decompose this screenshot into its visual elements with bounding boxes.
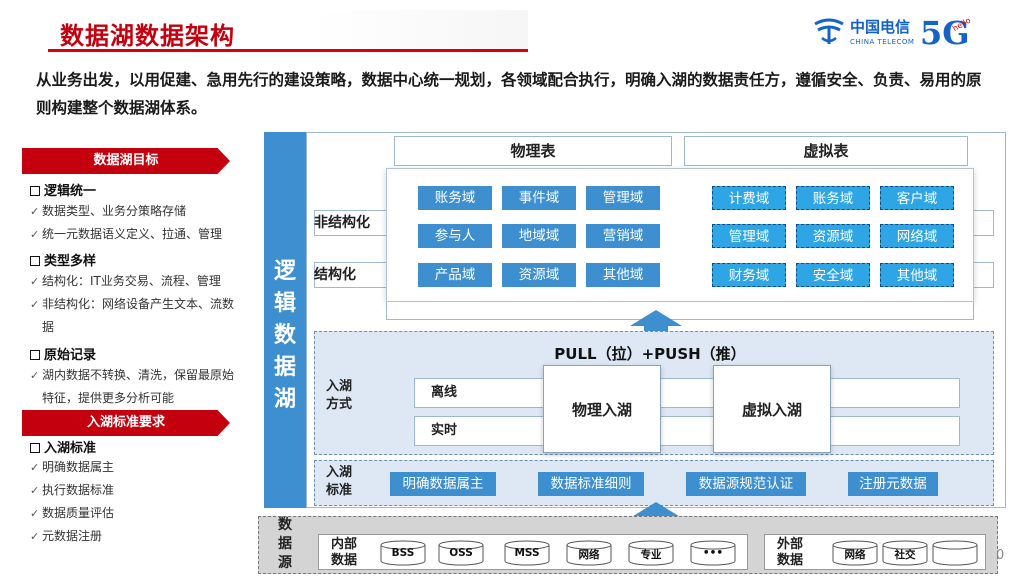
database-icon: ••• bbox=[690, 540, 736, 566]
goal-item: ✓湖内数据不转换、清洗，保留最原始特征，提供更多分析可能 bbox=[30, 364, 240, 410]
check-icon: ✓ bbox=[30, 530, 40, 543]
row-label-structured: 结构化 bbox=[314, 267, 356, 283]
brand-logo: 中国电信 CHINA TELECOM 5G hello bbox=[812, 14, 972, 54]
goal-item: ✓数据类型、业务分策略存储 bbox=[30, 200, 240, 223]
source-social: 社交 bbox=[894, 549, 916, 561]
physical-domain: 资源域 bbox=[502, 263, 576, 287]
goal-item: ✓统一元数据语义定义、拉通、管理 bbox=[30, 223, 240, 246]
virtual-domain: 管理域 bbox=[712, 224, 786, 248]
title-banner: 数据湖数据架构 bbox=[48, 10, 528, 52]
virtual-ingest-card: 虚拟入湖 bbox=[713, 365, 831, 453]
database-icon: BSS bbox=[380, 540, 426, 566]
check-icon: ✓ bbox=[30, 298, 40, 311]
virtual-domain: 财务域 bbox=[712, 263, 786, 287]
domain-panel-base bbox=[386, 302, 974, 320]
virtual-domain: 安全域 bbox=[796, 263, 870, 287]
goal-item: ✓结构化：IT业务交易、流程、管理 bbox=[30, 270, 240, 293]
physical-domain: 地域域 bbox=[502, 224, 576, 248]
physical-domain: 产品域 bbox=[418, 263, 492, 287]
check-icon: ✓ bbox=[30, 369, 40, 382]
internal-data-label: 内部数据 bbox=[330, 537, 357, 568]
physical-domain: 管理域 bbox=[586, 186, 660, 210]
logic-lake-label: 逻辑数据湖 bbox=[264, 132, 306, 508]
standards-heading: 入湖标准 bbox=[30, 437, 96, 456]
up-arrow-icon bbox=[630, 310, 682, 340]
database-icon: 网络 bbox=[832, 540, 878, 566]
database-icon: 专业 bbox=[628, 540, 674, 566]
check-icon: ✓ bbox=[30, 228, 40, 241]
check-icon: ✓ bbox=[30, 205, 40, 218]
standard-chip: 数据源规范认证 bbox=[686, 472, 806, 496]
physical-domain: 事件域 bbox=[502, 186, 576, 210]
pull-push-title: PULL（拉）+PUSH（推） bbox=[554, 345, 746, 363]
standard-item: ✓数据质量评估 bbox=[30, 502, 240, 525]
goal-heading-3: 原始记录 bbox=[30, 344, 96, 363]
brand-name-cn: 中国电信 bbox=[850, 18, 911, 36]
physical-domain: 账务域 bbox=[418, 186, 492, 210]
database-icon bbox=[932, 540, 978, 566]
physical-table-header: 物理表 bbox=[394, 136, 672, 166]
physical-ingest-card: 物理入湖 bbox=[543, 365, 661, 453]
data-source-label: 数据源 bbox=[278, 517, 292, 571]
source-bss: BSS bbox=[391, 547, 415, 559]
standard-item: ✓明确数据属主 bbox=[30, 456, 240, 479]
check-icon: ✓ bbox=[30, 507, 40, 520]
physical-domain: 其他域 bbox=[586, 263, 660, 287]
source-more: ••• bbox=[702, 547, 724, 559]
brand-5g-mark: 5G bbox=[920, 14, 970, 52]
standard-chip: 数据标准细则 bbox=[538, 472, 644, 496]
goal-item: ✓非结构化：网络设备产生文本、流数据 bbox=[30, 293, 240, 339]
source-network: 网络 bbox=[578, 549, 600, 561]
virtual-domain: 资源域 bbox=[796, 224, 870, 248]
standard-item: ✓元数据注册 bbox=[30, 525, 240, 548]
source-professional: 专业 bbox=[640, 549, 662, 561]
virtual-domain: 其他域 bbox=[880, 263, 954, 287]
check-icon: ✓ bbox=[30, 461, 40, 474]
intro-paragraph: 从业务出发，以用促建、急用先行的建设策略，数据中心统一规划，各领域配合执行，明确… bbox=[36, 71, 982, 117]
standard-chip: 注册元数据 bbox=[848, 472, 938, 496]
row-label-unstructured: 非结构化 bbox=[314, 215, 370, 231]
standard-chip: 明确数据属主 bbox=[390, 472, 496, 496]
virtual-domain: 计费域 bbox=[712, 186, 786, 210]
goal-heading-2: 类型多样 bbox=[30, 250, 96, 269]
physical-domain: 营销域 bbox=[586, 224, 660, 248]
virtual-domain: 账务域 bbox=[796, 186, 870, 210]
ingest-method-label: 入湖方式 bbox=[326, 379, 353, 412]
database-icon: MSS bbox=[504, 540, 550, 566]
china-telecom-logo-icon bbox=[814, 18, 844, 44]
goals-header: 数据湖目标 bbox=[22, 148, 230, 174]
source-mss: MSS bbox=[514, 547, 540, 559]
mode-offline: 离线 bbox=[414, 378, 960, 408]
page-number: 0 bbox=[996, 548, 1005, 563]
page-title: 数据湖数据架构 bbox=[60, 22, 235, 50]
standards-header: 入湖标准要求 bbox=[22, 410, 230, 436]
virtual-domain: 客户域 bbox=[880, 186, 954, 210]
external-data-label: 外部数据 bbox=[776, 537, 803, 568]
mode-realtime: 实时 bbox=[414, 416, 960, 446]
check-icon: ✓ bbox=[30, 484, 40, 497]
virtual-table-header: 虚拟表 bbox=[684, 136, 968, 166]
goal-heading-1: 逻辑统一 bbox=[30, 180, 96, 199]
brand-name-en: CHINA TELECOM bbox=[850, 38, 915, 46]
standard-item: ✓执行数据标准 bbox=[30, 479, 240, 502]
source-external-network: 网络 bbox=[844, 549, 866, 561]
ingest-standard-label: 入湖标准 bbox=[326, 465, 353, 498]
database-icon: 网络 bbox=[566, 540, 612, 566]
check-icon: ✓ bbox=[30, 275, 40, 288]
database-icon: 社交 bbox=[882, 540, 928, 566]
physical-domain: 参与人 bbox=[418, 224, 492, 248]
source-oss: OSS bbox=[449, 547, 473, 559]
database-icon: OSS bbox=[438, 540, 484, 566]
virtual-domain: 网络域 bbox=[880, 224, 954, 248]
